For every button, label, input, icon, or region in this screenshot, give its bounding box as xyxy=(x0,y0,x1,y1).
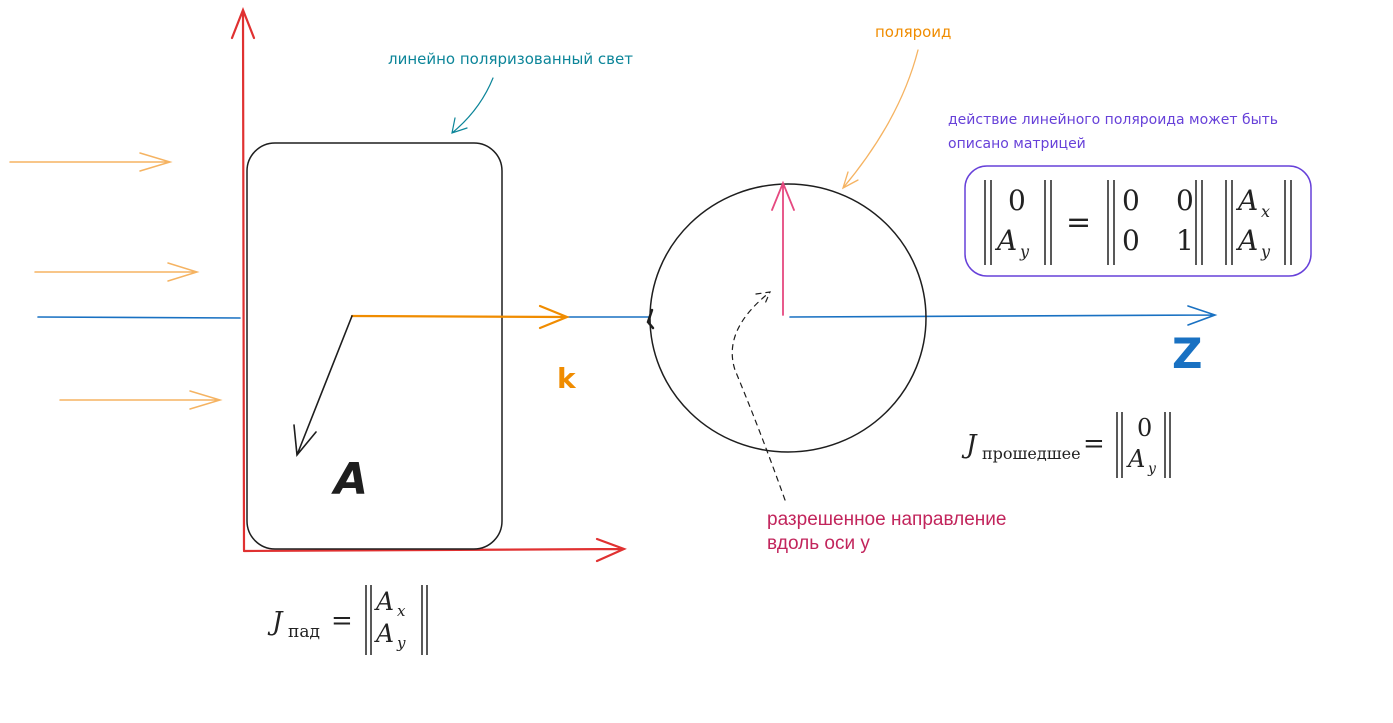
polarized-light-pointer xyxy=(451,77,494,134)
matrix-rhs-bottom-sub: y xyxy=(1260,242,1271,261)
matrix-rhs-top-sub: x xyxy=(1261,202,1270,221)
polarized-light-label: линейно поляризованный свет xyxy=(388,50,633,68)
matrix-rhs-left-bars xyxy=(1225,180,1233,265)
polaroid-pointer xyxy=(841,49,919,190)
z-label: Z xyxy=(1172,329,1202,378)
red-axes xyxy=(230,6,627,563)
incoming-light-arrows xyxy=(9,152,223,410)
j-in-symbol: J xyxy=(267,607,284,637)
polaroid-label: поляроид xyxy=(875,23,951,41)
j-incident-equation: J пад = A x A y xyxy=(267,585,428,655)
z-axis xyxy=(37,305,1218,326)
polaroid-edge-mark xyxy=(646,308,655,330)
incoming-arrow-3 xyxy=(59,390,223,410)
matrix-m21: 0 xyxy=(1122,224,1140,257)
incoming-arrow-1 xyxy=(9,152,173,172)
k-vector xyxy=(350,304,570,330)
j-out-top: 0 xyxy=(1137,414,1152,442)
k-label: k xyxy=(557,362,577,395)
matrix-mid-right-bars xyxy=(1195,180,1203,265)
j-out-left-bars xyxy=(1116,412,1123,478)
allowed-direction-line-1: разрешенное направление xyxy=(767,509,1006,530)
matrix-m11: 0 xyxy=(1122,184,1140,217)
j-out-symbol: J xyxy=(961,430,978,460)
j-in-equals: = xyxy=(331,606,353,636)
j-in-bottom: A xyxy=(374,619,394,648)
allowed-direction-line-2: вдоль оси y xyxy=(767,533,870,554)
matrix-m22: 1 xyxy=(1176,224,1194,257)
action-note-line-1: действие линейного поляроида может быть xyxy=(948,112,1278,128)
matrix-m12: 0 xyxy=(1176,184,1194,217)
a-vector xyxy=(293,315,353,457)
action-note-line-2: описано матрицей xyxy=(948,136,1086,152)
j-out-bottom-sub: y xyxy=(1147,461,1157,477)
matrix-rhs-bottom: A xyxy=(1235,224,1258,257)
horizontal-axis xyxy=(242,537,627,563)
matrix-lhs-right-bars xyxy=(1044,180,1052,265)
j-in-bottom-sub: y xyxy=(396,634,406,652)
matrix-equals: = xyxy=(1066,205,1091,240)
j-out-subscript: прошедшее xyxy=(982,444,1081,463)
incoming-arrow-2 xyxy=(34,262,200,282)
allowed-direction-pointer xyxy=(731,291,786,501)
matrix-equation-box xyxy=(964,165,1312,277)
matrix-rhs-right-bars xyxy=(1284,180,1292,265)
matrix-lhs-bottom-sub: y xyxy=(1019,242,1030,261)
j-transmitted-equation: J прошедшее = 0 A y xyxy=(961,412,1171,478)
j-in-right-bars xyxy=(421,585,428,655)
a-label: A xyxy=(331,454,368,505)
z-axis-left-segment xyxy=(37,316,241,319)
j-out-equals: = xyxy=(1083,429,1105,459)
j-in-top: A xyxy=(374,587,394,616)
vertical-axis xyxy=(230,6,256,552)
matrix-lhs-left-bars xyxy=(984,180,992,265)
j-in-top-sub: x xyxy=(397,602,406,620)
matrix-rhs-top: A xyxy=(1235,184,1258,217)
j-out-bottom: A xyxy=(1126,445,1145,473)
polarized-light-box xyxy=(246,142,503,550)
matrix-lhs-bottom: A xyxy=(994,224,1017,257)
matrix-mid-left-bars xyxy=(1107,180,1115,265)
j-in-left-bars xyxy=(365,585,372,655)
z-axis-right-segment xyxy=(789,305,1218,326)
matrix-lhs-top: 0 xyxy=(1008,184,1026,217)
j-in-subscript: пад xyxy=(288,622,320,642)
allowed-direction-arrow xyxy=(771,180,795,316)
polaroid-circle xyxy=(649,183,927,453)
j-out-right-bars xyxy=(1164,412,1171,478)
polaroid-matrix-equation: 0 A y = 0 0 0 1 A x A y xyxy=(984,180,1292,265)
